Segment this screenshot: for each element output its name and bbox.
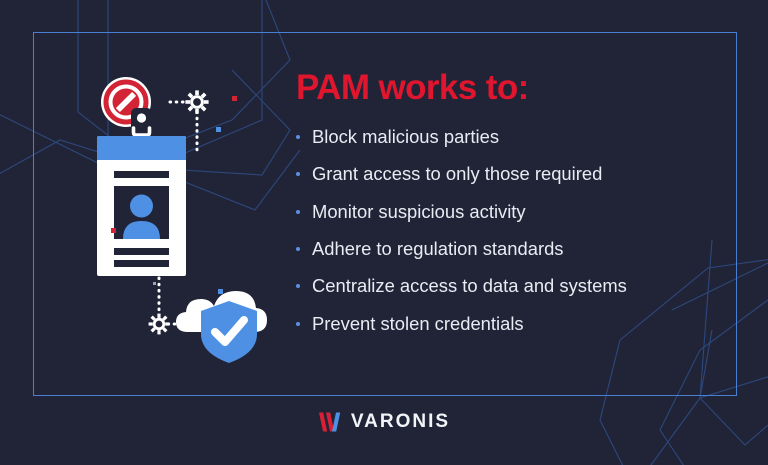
accent-square-blue-1 (216, 127, 221, 132)
list-item-label: Monitor suspicious activity (312, 200, 526, 222)
list-item: Adhere to regulation standards (296, 237, 716, 259)
list-item: Grant access to only those required (296, 163, 716, 185)
brand-logo: VARONIS (0, 410, 768, 434)
list-item-label: Grant access to only those required (312, 163, 603, 185)
list-item: Prevent stolen credentials (296, 312, 716, 334)
bullet-dot-icon (296, 284, 300, 289)
bullet-dot-icon (296, 246, 300, 251)
bullet-dot-icon (296, 134, 300, 139)
list-item: Monitor suspicious activity (296, 200, 716, 222)
slide-content: PAM works to: Block malicious parties Gr… (296, 68, 716, 334)
bullet-dot-icon (296, 321, 300, 326)
accent-square-grey-1 (153, 282, 156, 285)
gear-icon-top (185, 90, 209, 114)
brand-logo-text: VARONIS (350, 411, 451, 432)
accent-square-red-1 (232, 96, 237, 101)
page-title: PAM works to: (296, 68, 529, 107)
bullet-dot-icon (296, 172, 300, 177)
varonis-chevron-mark (318, 412, 341, 432)
pam-access-illustration (97, 77, 267, 363)
cloud-shield-check-icon (176, 291, 267, 363)
accent-square-blue-2 (218, 289, 223, 294)
accent-square-red-2 (111, 228, 116, 233)
bullet-dot-icon (296, 209, 300, 214)
list-item-label: Centralize access to data and systems (312, 275, 627, 297)
id-badge-icon (97, 108, 186, 276)
list-item-label: Prevent stolen credentials (312, 312, 524, 334)
list-item-label: Block malicious parties (312, 125, 500, 147)
list-item: Block malicious parties (296, 125, 716, 147)
benefit-list: Block malicious parties Grant access to … (296, 125, 716, 334)
accent-square-white-1 (108, 204, 113, 209)
list-item: Centralize access to data and systems (296, 277, 716, 295)
list-item-label: Adhere to regulation standards (312, 237, 564, 259)
gear-icon-bottom (148, 313, 170, 335)
